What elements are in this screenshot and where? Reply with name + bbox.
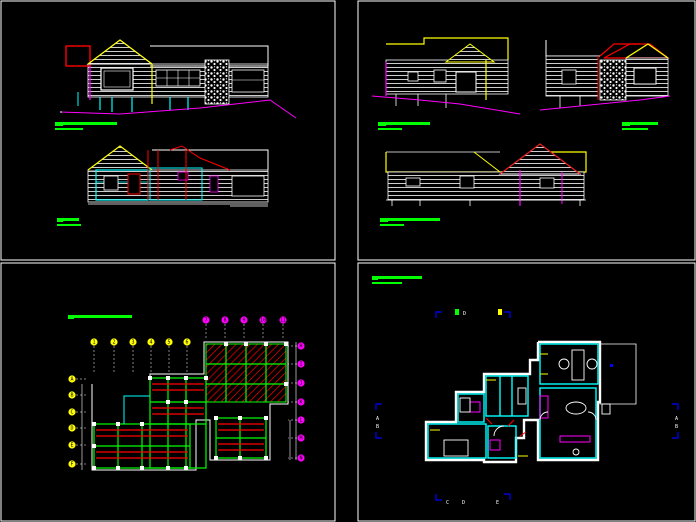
grid-bubble[interactable] bbox=[183, 338, 191, 346]
grid-bubble-label: 9 bbox=[242, 318, 245, 324]
grid-bubble[interactable] bbox=[297, 342, 305, 350]
viewport-frame-bottom-left[interactable] bbox=[0, 262, 336, 522]
rear-elevation-title bbox=[378, 122, 430, 130]
grid-bubble-label: E bbox=[70, 443, 73, 449]
grid-bubble[interactable] bbox=[297, 434, 305, 442]
grid-bubble[interactable] bbox=[221, 316, 229, 324]
grid-bubble-label: 6 bbox=[185, 340, 188, 346]
grid-bubble-label: M bbox=[299, 436, 302, 442]
grid-bubble-label: L bbox=[299, 418, 302, 424]
grid-bubble[interactable] bbox=[297, 398, 305, 406]
grid-bubble-label: A bbox=[70, 377, 73, 383]
floor-plan bbox=[424, 340, 637, 464]
grid-bubble[interactable] bbox=[147, 338, 155, 346]
grid-bubble-label: J bbox=[299, 381, 302, 387]
grid-bubble[interactable] bbox=[240, 316, 248, 324]
grid-bubble-label: 5 bbox=[167, 340, 170, 346]
right-elevation bbox=[385, 143, 587, 206]
left-elevation-title bbox=[622, 122, 658, 130]
grid-bubble-label: F bbox=[70, 462, 73, 468]
grid-bubble[interactable] bbox=[297, 379, 305, 387]
viewport-frame-top-right[interactable] bbox=[357, 0, 696, 261]
grid-bubble[interactable] bbox=[68, 408, 76, 416]
side-elevation bbox=[87, 145, 269, 207]
grid-bubble-label: 3 bbox=[131, 340, 134, 346]
grid-bubble-label: 10 bbox=[260, 318, 266, 324]
foundation-plan-title bbox=[68, 315, 132, 319]
mark-left-a: A bbox=[376, 416, 379, 422]
grid-bubble[interactable] bbox=[68, 460, 76, 468]
viewport-frame-bottom-right[interactable] bbox=[357, 262, 696, 522]
grid-bubble-label: K bbox=[299, 400, 302, 406]
grid-bubble-label: D bbox=[70, 426, 73, 432]
grid-bubble[interactable] bbox=[259, 316, 267, 324]
grid-bubble[interactable] bbox=[68, 375, 76, 383]
grid-bubble-label: 2 bbox=[112, 340, 115, 346]
mark-yellow-top bbox=[498, 309, 502, 315]
grid-bubble-label: N bbox=[299, 456, 302, 462]
mark-bottom-d: D bbox=[462, 500, 465, 506]
grid-bubbles-right: H I J K L M N bbox=[288, 342, 305, 462]
front-elevation-title bbox=[55, 122, 117, 130]
grid-bubble[interactable] bbox=[90, 338, 98, 346]
mark-left-b: B bbox=[376, 424, 379, 430]
mark-bottom-e: E bbox=[496, 500, 499, 506]
grid-bubble[interactable] bbox=[68, 391, 76, 399]
mark-bottom-c: C bbox=[446, 500, 449, 506]
side-elevation-title bbox=[57, 218, 81, 226]
mark-green-top bbox=[455, 309, 459, 315]
grid-bubble-label: 11 bbox=[280, 318, 286, 324]
grid-bubble[interactable] bbox=[297, 454, 305, 462]
grid-bubble-label: H bbox=[299, 344, 302, 350]
grid-bubble-label: I bbox=[299, 362, 302, 368]
grid-bubble-label: 4 bbox=[149, 340, 152, 346]
front-elevation bbox=[59, 39, 297, 119]
viewport-frame-top-left[interactable] bbox=[0, 0, 336, 261]
grid-bubble[interactable] bbox=[68, 441, 76, 449]
grid-bubbles-left: A B C D E F bbox=[68, 375, 88, 468]
mark-right-a: A bbox=[675, 416, 678, 422]
grid-bubble[interactable] bbox=[110, 338, 118, 346]
grid-bubble[interactable] bbox=[129, 338, 137, 346]
mark-right-b: B bbox=[675, 424, 678, 430]
right-elevation-title bbox=[380, 218, 440, 226]
grid-bubble-label: 8 bbox=[223, 318, 226, 324]
grid-bubble[interactable] bbox=[68, 424, 76, 432]
left-elevation bbox=[539, 40, 671, 111]
grid-bubble-label: 7 bbox=[204, 318, 207, 324]
grid-bubble[interactable] bbox=[297, 416, 305, 424]
grid-bubble-label: B bbox=[70, 393, 73, 399]
rear-elevation bbox=[371, 37, 521, 115]
grid-bubble[interactable] bbox=[165, 338, 173, 346]
grid-bubble[interactable] bbox=[202, 316, 210, 324]
section-marks bbox=[375, 311, 679, 501]
mark-top-d: D bbox=[463, 311, 466, 317]
grid-bubble[interactable] bbox=[279, 316, 287, 324]
foundation-framing bbox=[81, 341, 297, 471]
floor-plan-title bbox=[372, 276, 422, 284]
grid-bubble-label: 1 bbox=[92, 340, 95, 346]
grid-bubble-label: C bbox=[70, 410, 73, 416]
grid-bubbles-top-right: 7 8 9 10 11 bbox=[202, 316, 287, 340]
grid-bubbles-top-left: 1 2 3 4 5 6 bbox=[90, 338, 191, 372]
grid-bubble[interactable] bbox=[297, 360, 305, 368]
